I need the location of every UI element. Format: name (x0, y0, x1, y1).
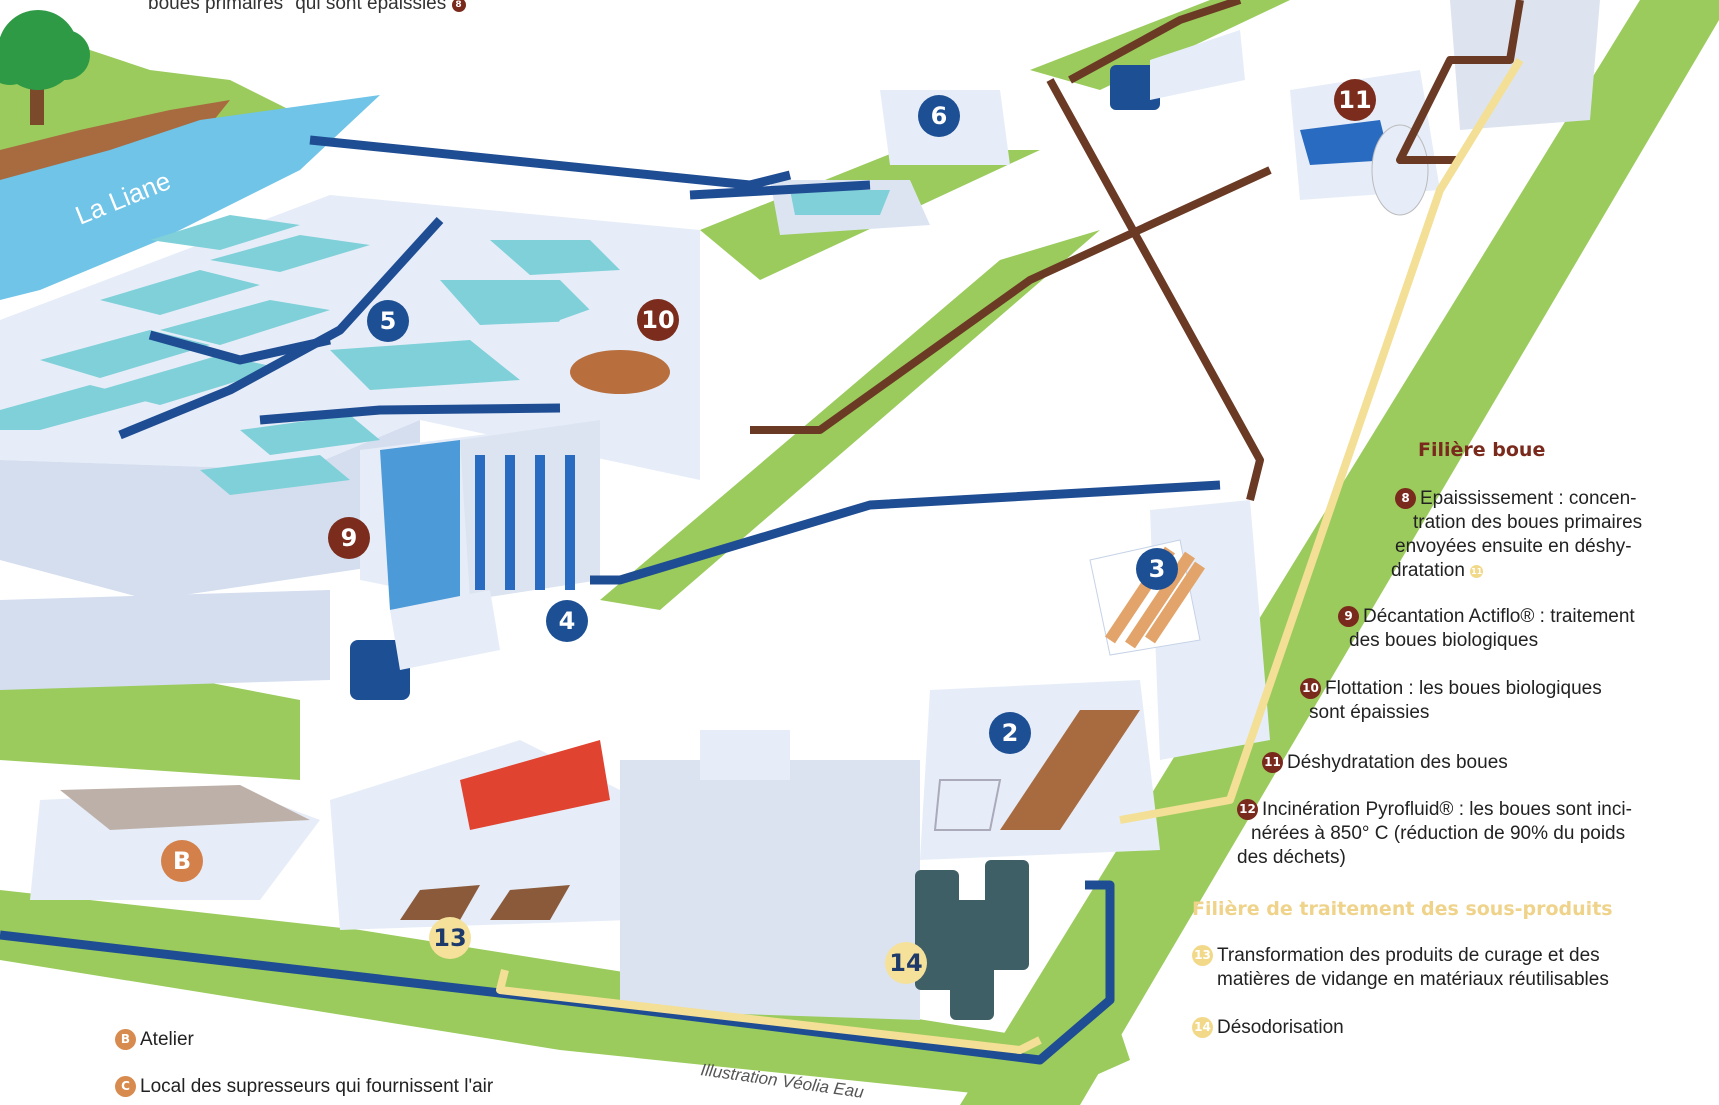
svg-text:6: 6 (931, 102, 948, 130)
svg-text:10: 10 (641, 306, 674, 334)
marker-9: 9 (328, 517, 370, 559)
tree (0, 10, 90, 125)
top-fragment: boues primaires" qui sont épaissies 8 (148, 0, 470, 16)
svg-text:4: 4 (559, 607, 576, 635)
truck-left (350, 590, 500, 700)
svg-text:5: 5 (380, 307, 397, 335)
odour-towers (915, 860, 1029, 1020)
byproduct-pipelines (496, 57, 1524, 1054)
truck-top (1110, 30, 1245, 110)
filiere-sous-produits-title: Filière de traitement des sous-produits (1192, 898, 1613, 920)
marker-2: 2 (989, 712, 1031, 754)
marker-6: 6 (918, 95, 960, 137)
filiere-boue-title: Filière boue (1418, 439, 1546, 461)
marker-b: B (161, 840, 203, 882)
building-11 (1290, 0, 1600, 216)
ground-center-strip (600, 230, 1100, 610)
svg-text:2: 2 (1002, 719, 1019, 747)
building-2-3 (920, 500, 1270, 860)
marker-4: 4 (546, 600, 588, 642)
svg-text:13: 13 (433, 924, 466, 952)
marker-13: 13 (429, 917, 471, 959)
svg-text:9: 9 (341, 524, 358, 552)
svg-text:B: B (173, 847, 191, 875)
marker-3: 3 (1136, 548, 1178, 590)
building-6 (770, 90, 1010, 235)
river (0, 95, 380, 300)
marker-5: 5 (367, 300, 409, 342)
marker-10: 10 (637, 299, 679, 341)
water-pipelines (0, 135, 1221, 1065)
truck-red (460, 740, 610, 830)
marker-11: 11 (1334, 79, 1376, 121)
svg-text:14: 14 (889, 949, 922, 977)
legend-item-8-last: dratation 11 (1391, 560, 1484, 581)
svg-text:11: 11 (1338, 86, 1371, 114)
svg-text:3: 3 (1149, 555, 1166, 583)
sludge-pipelines (750, 0, 1524, 501)
actiflo-building (0, 420, 600, 690)
marker-14: 14 (885, 942, 927, 984)
